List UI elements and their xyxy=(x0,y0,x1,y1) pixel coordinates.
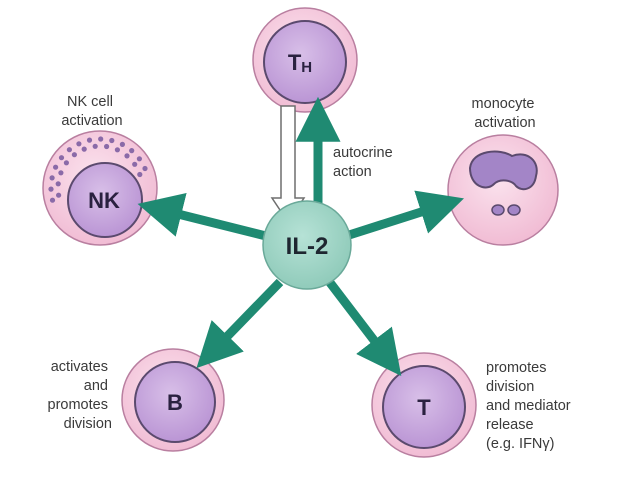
b-caption: activates and promotes division xyxy=(48,359,112,432)
nk-granule xyxy=(129,148,135,154)
autocrine-caption: autocrine action xyxy=(333,145,397,180)
t-caption: promotes division and mediator release (… xyxy=(486,360,575,452)
monocyte-granule xyxy=(507,204,521,216)
nk-caption: NK cell activation xyxy=(61,94,122,129)
nk-granule xyxy=(98,136,104,142)
nk-granule xyxy=(66,147,72,153)
th-cell-label: TH xyxy=(288,50,312,76)
nk-granule xyxy=(92,143,98,149)
il2-label: IL-2 xyxy=(286,233,329,260)
nk-granule xyxy=(124,153,130,159)
th-cell: TH xyxy=(252,7,358,113)
nk-granule xyxy=(58,170,64,176)
arrow-to-nk xyxy=(137,192,268,241)
nk-granule xyxy=(119,141,125,147)
nk-granule xyxy=(132,161,138,167)
nk-granule xyxy=(86,137,93,143)
nk-granule xyxy=(76,141,82,147)
nk-granule xyxy=(81,146,87,152)
nk-granule xyxy=(58,155,65,161)
arrow-to-b xyxy=(196,278,284,369)
nk-granule xyxy=(104,143,110,150)
nk-cell-label: NK xyxy=(88,188,120,213)
nk-granule xyxy=(49,175,55,181)
nk-granule xyxy=(71,152,77,158)
nk-granule xyxy=(55,181,61,187)
monocyte-nucleus xyxy=(468,150,538,191)
monocyte-cell xyxy=(447,134,559,246)
arrow-to-t xyxy=(324,277,402,377)
nk-granule xyxy=(109,137,115,144)
t-cell: T xyxy=(371,352,477,458)
b-cell: B xyxy=(121,348,225,452)
nk-granule xyxy=(56,192,62,198)
il2-center: IL-2 xyxy=(262,200,352,290)
nk-granule xyxy=(136,156,142,162)
nk-granule xyxy=(63,160,69,166)
nk-granule xyxy=(137,171,143,178)
b-cell-label: B xyxy=(167,390,183,415)
monocyte-caption: monocyte activation xyxy=(472,96,539,131)
nk-granule xyxy=(53,164,59,170)
nk-granule xyxy=(49,197,56,203)
nk-granule xyxy=(48,186,54,192)
nk-granule xyxy=(114,147,120,153)
nk-granules xyxy=(48,136,148,203)
monocyte-granule xyxy=(491,204,505,216)
arrow-to-monocyte xyxy=(344,190,465,241)
nk-granule xyxy=(142,165,148,172)
nk-cell: NK xyxy=(42,130,158,246)
t-cell-label: T xyxy=(417,395,431,420)
